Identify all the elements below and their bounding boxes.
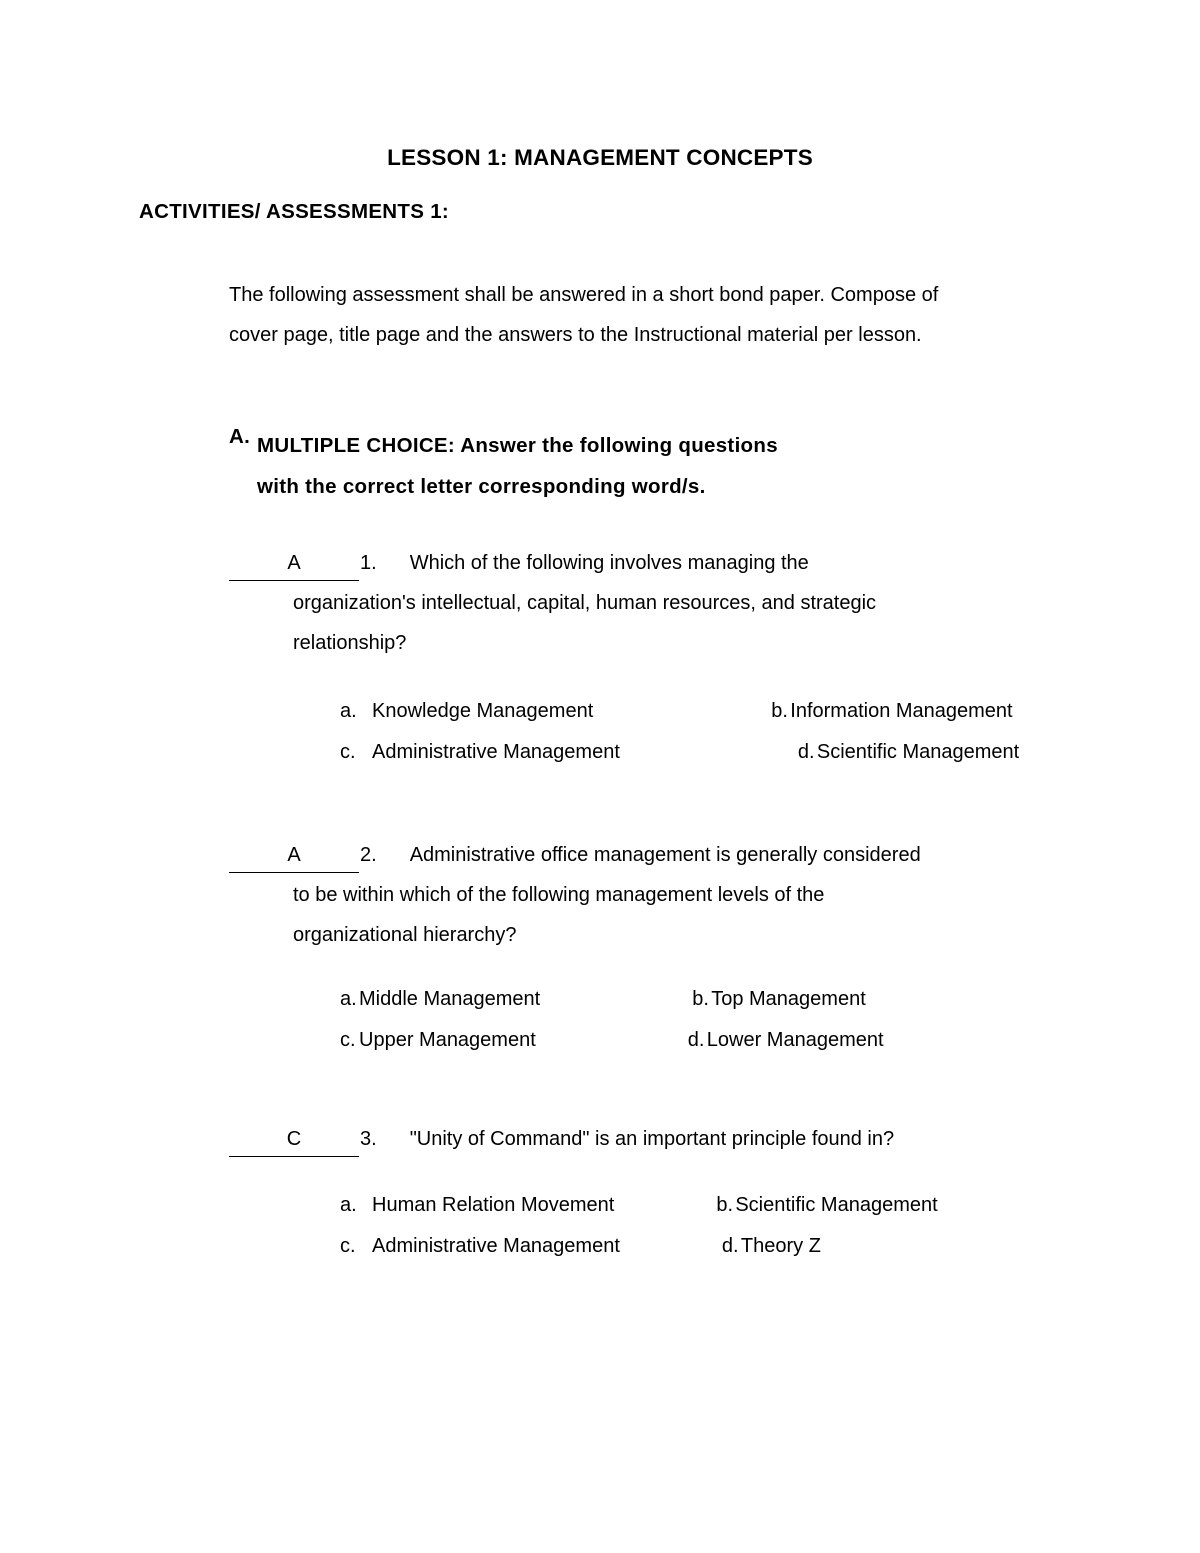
option-text: Scientific Management [735,1194,938,1216]
page-title: LESSON 1: MANAGEMENT CONCEPTS [387,145,813,170]
option-letter: d. [797,741,815,763]
question-item: A 1. Which of the following involves man… [229,543,1079,773]
part-a-line2: with the correct letter corresponding wo… [257,475,706,498]
option-text: Theory Z [740,1235,821,1257]
question-prompt-line: organization's intellectual, capital, hu… [293,592,877,614]
answer-blank[interactable]: C [229,1121,359,1157]
option-text: Information Management [790,700,1013,722]
option-c[interactable]: c. Upper Management [340,1020,536,1061]
question-prompt-line: Administrative office management is gene… [409,844,921,866]
option-letter: d. [721,1235,739,1257]
option-a[interactable]: a. Middle Management [340,979,540,1020]
part-a-letter: A. [229,425,251,448]
answer-blank[interactable]: A [229,837,359,873]
option-letter: c. [340,1235,356,1257]
option-text: Top Management [711,988,866,1010]
option-text: Administrative Management [372,1235,620,1257]
question-item: A 2. Administrative office management is… [229,835,1079,1061]
option-text: Human Relation Movement [372,1194,615,1216]
option-letter: a. [340,988,357,1010]
option-text: Lower Management [706,1029,884,1051]
option-letter: a. [340,700,357,722]
option-group: a. Knowledge Management b. Information M… [340,691,1080,773]
intro-paragraph: The following assessment shall be answer… [229,284,939,346]
part-a-line1: MULTIPLE CHOICE: Answer the following qu… [257,434,778,457]
option-b[interactable]: b. Information Management [771,691,1012,732]
option-group: a. Middle Management b. Top Management c… [340,979,1080,1061]
answer-blank[interactable]: A [229,545,359,581]
option-text: Scientific Management [816,741,1020,763]
question-item: C 3. "Unity of Command" is an important … [229,1119,1079,1267]
question-prompt-line: Which of the following involves managing… [409,552,809,574]
option-letter: b. [716,1194,734,1216]
option-group: a. Human Relation Movement b. Scientific… [340,1185,1080,1267]
option-d[interactable]: d. Lower Management [688,1020,884,1061]
question-prompt-line: organizational hierarchy? [293,924,517,946]
option-b[interactable]: b. Scientific Management [716,1185,937,1226]
option-c[interactable]: c. Administrative Management [340,1226,620,1267]
option-c[interactable]: c. Administrative Management [340,732,620,773]
option-d[interactable]: d. Theory Z [722,1226,821,1267]
option-letter: c. [340,1029,356,1051]
question-prompt-line: to be within which of the following mana… [293,884,825,906]
option-b[interactable]: b. Top Management [692,979,866,1020]
option-a[interactable]: a. Knowledge Management [340,691,593,732]
question-number: 3. [360,1128,377,1150]
option-letter: d. [687,1029,705,1051]
question-prompt-line: "Unity of Command" is an important princ… [409,1128,895,1150]
question-number: 1. [360,552,377,574]
option-letter: c. [340,741,356,763]
option-d[interactable]: d. Scientific Management [798,732,1019,773]
option-letter: b. [692,988,709,1010]
option-text: Middle Management [359,988,541,1010]
option-text: Knowledge Management [372,700,594,722]
question-prompt-line: relationship? [293,632,407,654]
section-label-activities: ACTIVITIES/ ASSESSMENTS 1: [139,200,450,223]
option-letter: b. [771,700,788,722]
option-text: Administrative Management [372,741,620,763]
option-a[interactable]: a. Human Relation Movement [340,1185,614,1226]
option-letter: a. [340,1194,357,1216]
question-number: 2. [360,844,377,866]
part-a-heading: A. MULTIPLE CHOICE: Answer the following… [229,425,989,507]
questions-list: A 1. Which of the following involves man… [229,543,1079,1267]
option-text: Upper Management [359,1029,536,1051]
